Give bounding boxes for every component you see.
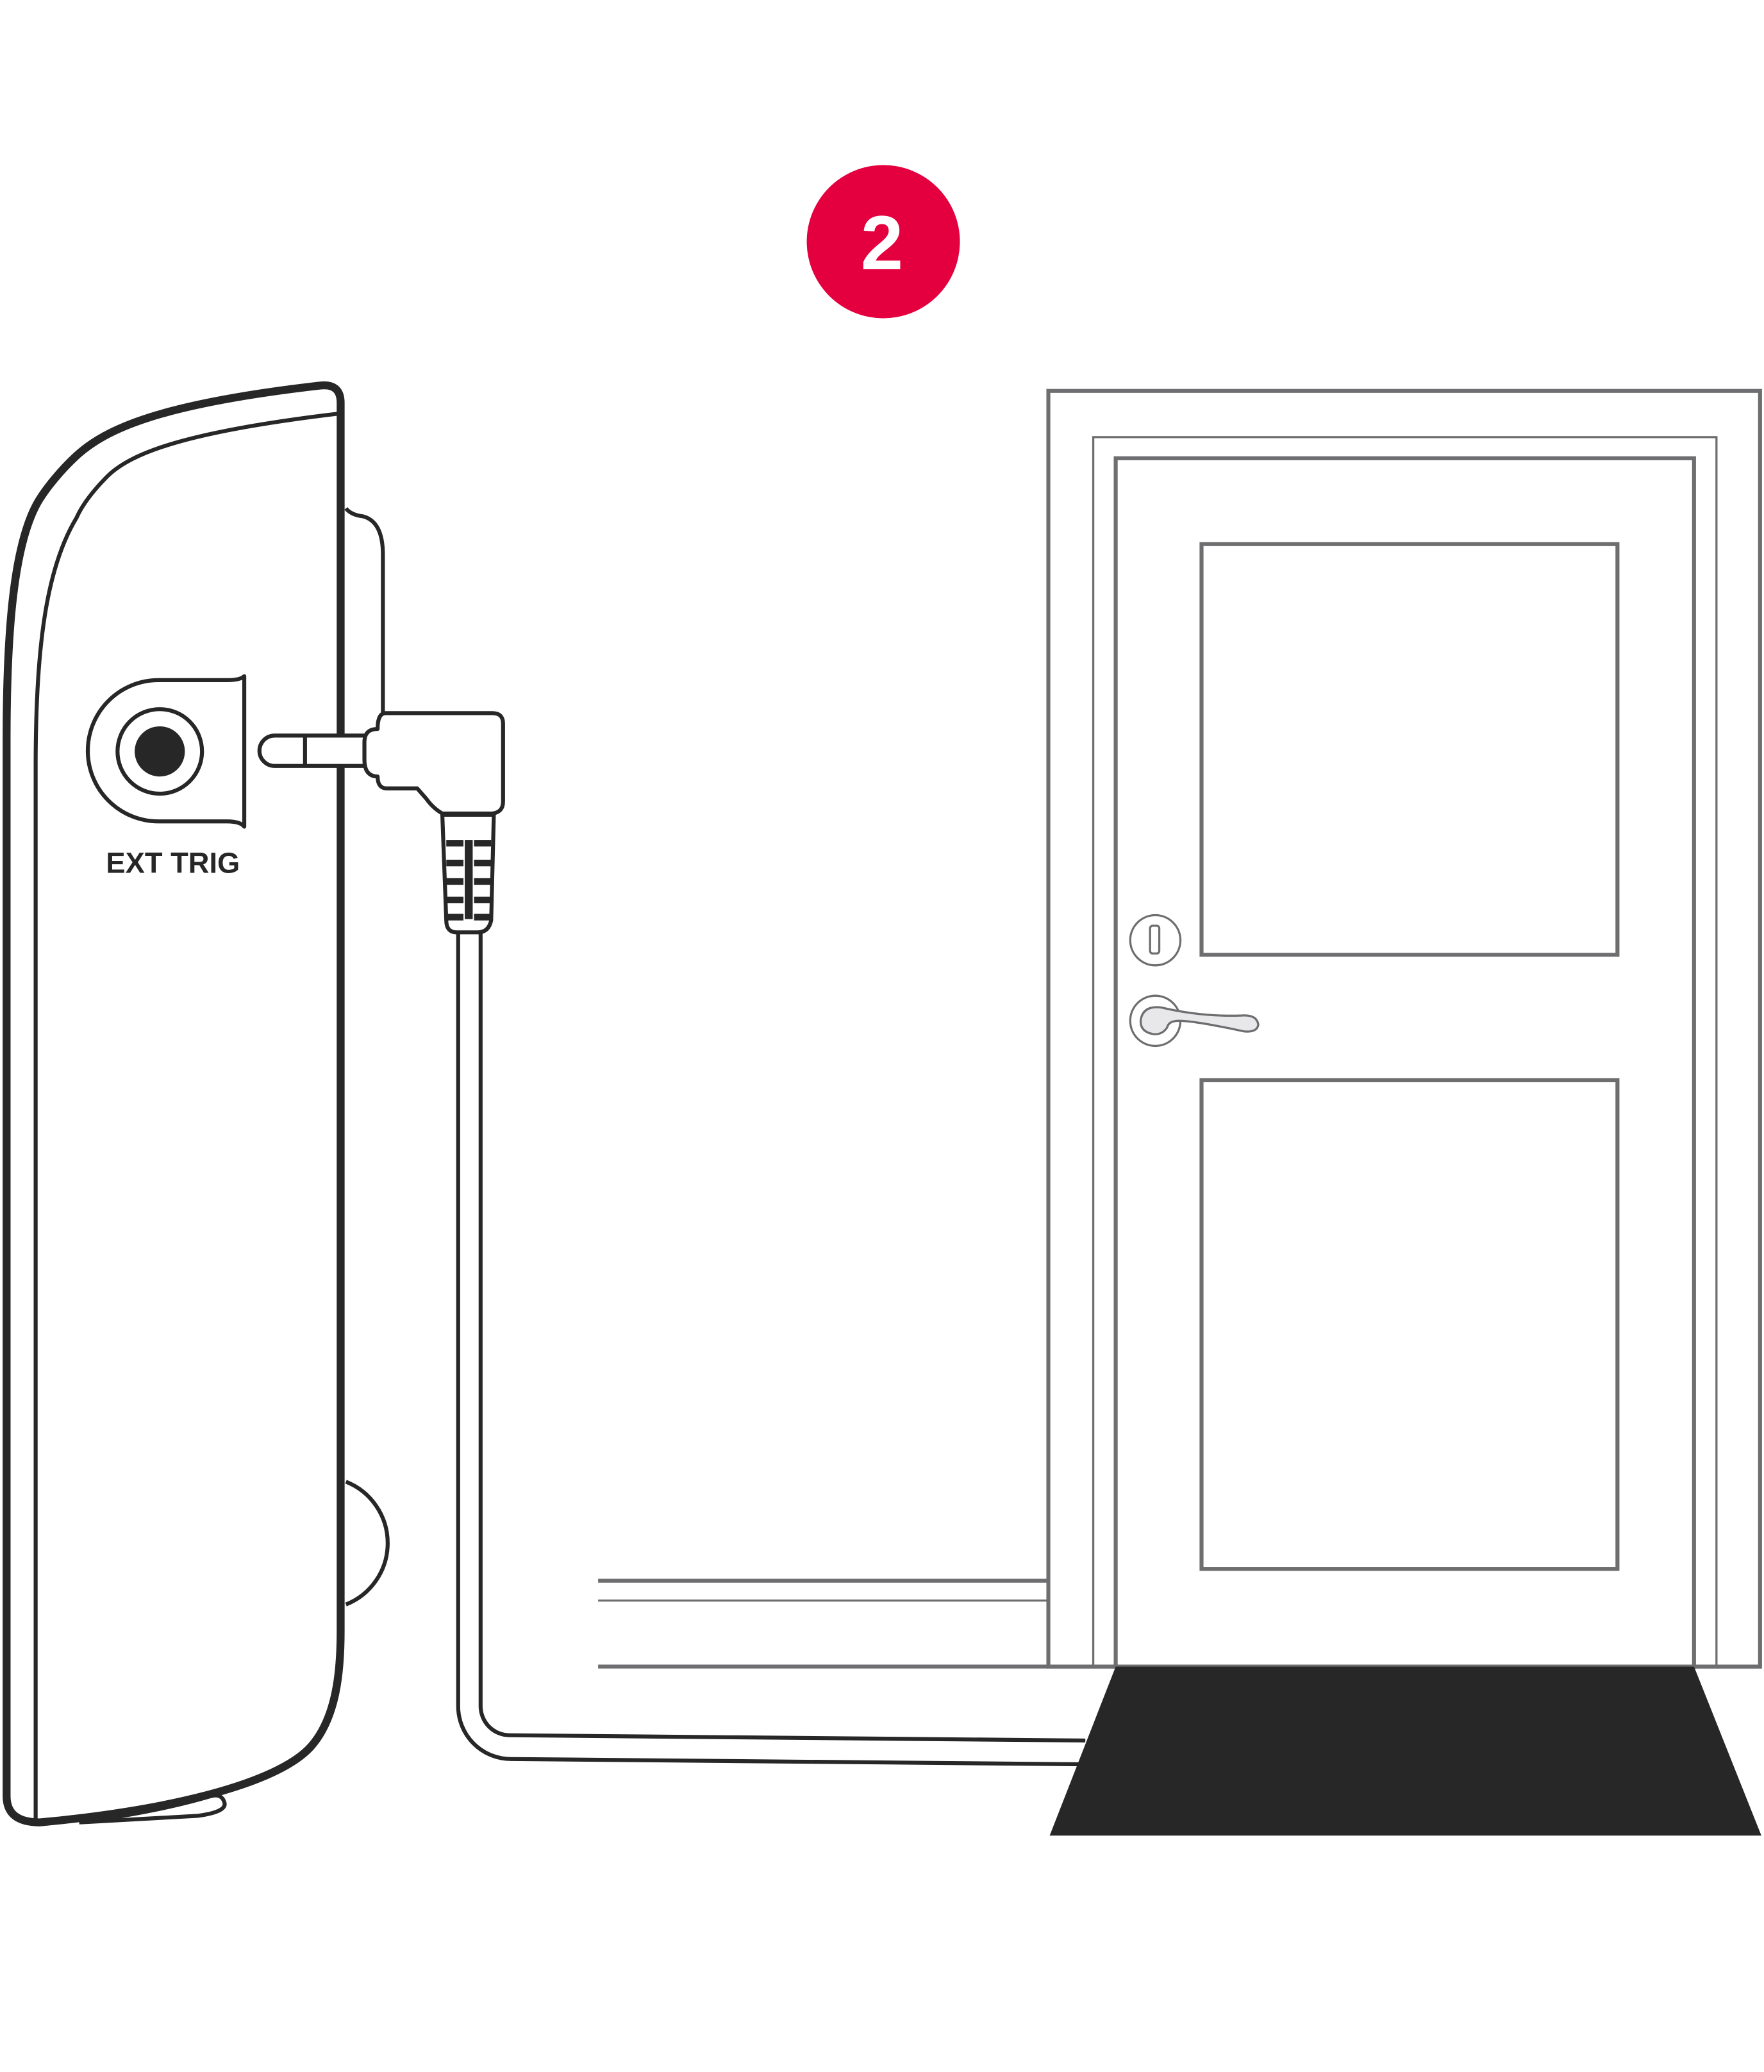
port-label: EXT TRIG <box>106 847 240 880</box>
trigger-cable <box>257 711 1086 1767</box>
door-panel-bottom <box>1199 1078 1620 1571</box>
keyhole-icon <box>1129 914 1182 967</box>
step-number: 2 <box>861 201 903 286</box>
port-ring <box>115 707 204 796</box>
wall-baseboard <box>598 1578 1761 1669</box>
doormat <box>1049 1666 1761 1836</box>
ext-trig-port <box>85 674 247 829</box>
step-badge: 2 <box>806 165 960 319</box>
door <box>1046 388 1762 1669</box>
camera-device: EXT TRIG <box>3 381 390 1826</box>
port-hole <box>135 726 185 777</box>
plug-tip <box>257 733 369 768</box>
plug-body <box>362 711 505 815</box>
door-panel-top <box>1199 542 1620 957</box>
step-badge-circle <box>806 165 960 319</box>
door-handle <box>1129 994 1260 1048</box>
